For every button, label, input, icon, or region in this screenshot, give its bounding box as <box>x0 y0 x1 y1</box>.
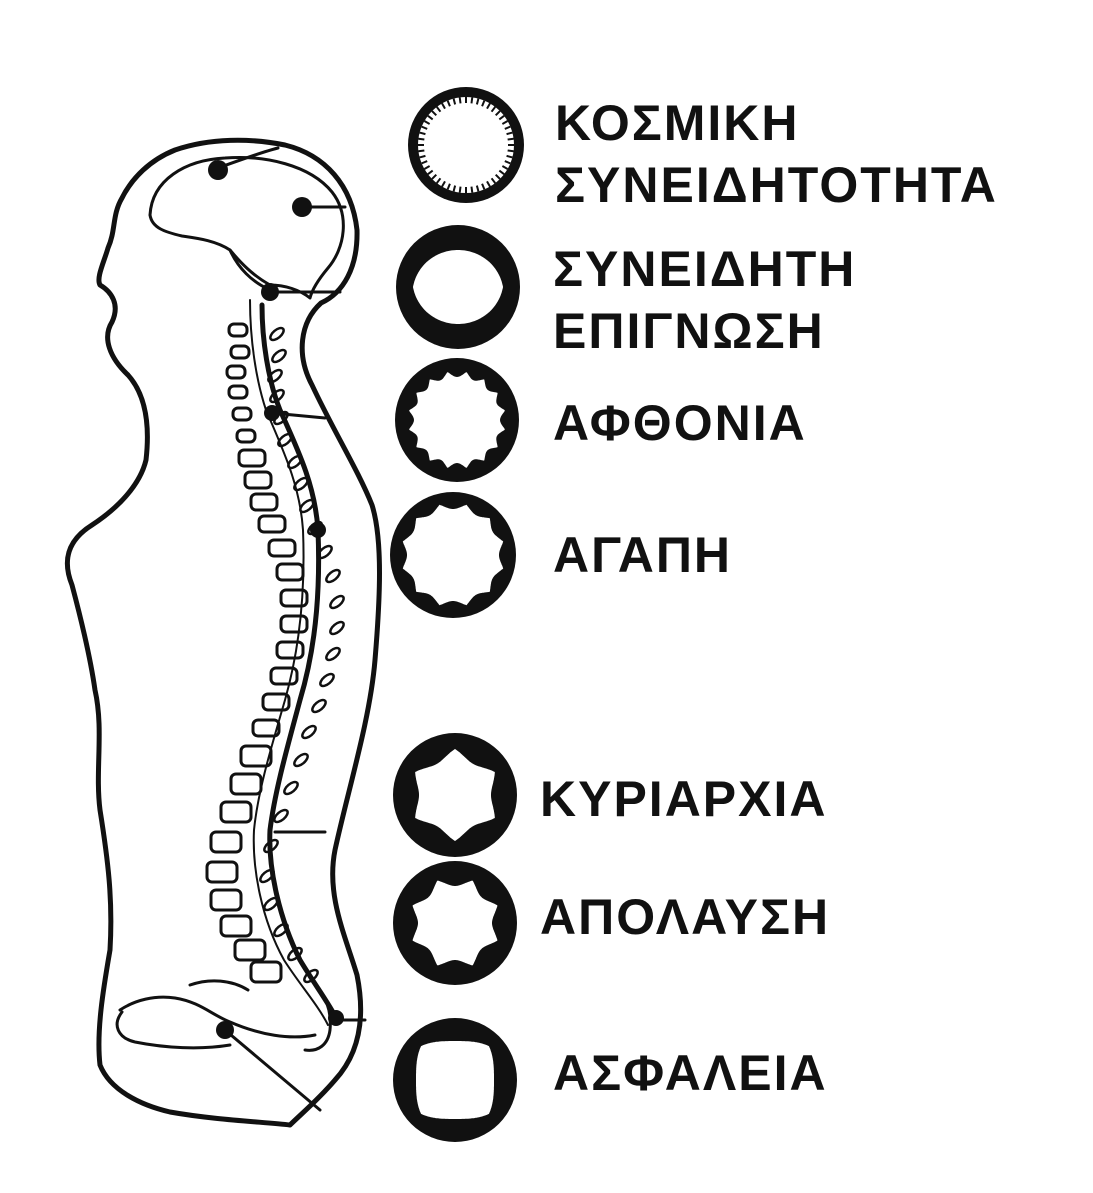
vertebra <box>227 322 249 338</box>
solar-plexus-point <box>310 522 326 538</box>
vertebra <box>229 344 251 360</box>
vertebra-process <box>273 808 289 824</box>
vertebra <box>209 830 243 854</box>
sacral-label: ΑΠΟΛΑΥΣΗ <box>540 886 830 948</box>
vertebra <box>219 800 253 824</box>
sacral-label-text: ΑΠΟΛΑΥΣΗ <box>540 889 831 945</box>
vertebra-process <box>259 868 275 884</box>
vertebra-process <box>287 454 303 470</box>
vertebra <box>243 470 273 490</box>
vertebra-process <box>263 838 279 854</box>
third-eye-label-line2: ΕΠΙΓΝΩΣΗ <box>553 303 825 359</box>
sacrum-outline <box>303 983 332 1052</box>
crown-label-line2: ΣΥΝΕΙΔΗΤΟΤΗΤΑ <box>555 157 998 213</box>
vertebra <box>233 938 267 962</box>
throat-label: ΑΦΘΟΝΙΑ <box>553 392 807 454</box>
crown-label: ΚΟΣΜΙΚΗ ΣΥΝΕΙΔΗΤΟΤΗΤΑ <box>555 92 998 216</box>
pelvis-outline <box>115 979 317 1050</box>
solar-plexus-label-text: ΚΥΡΙΑΡΧΙΑ <box>540 771 828 827</box>
vertebra-process <box>271 348 287 364</box>
vertebra-process <box>293 752 309 768</box>
vertebra <box>261 692 291 712</box>
vertebra <box>251 718 281 738</box>
sacral-point <box>328 1010 344 1026</box>
vertebra <box>229 772 263 796</box>
third-eye-label-line1: ΣΥΝΕΙΔΗΤΗ <box>553 241 857 297</box>
throat-label-text: ΑΦΘΟΝΙΑ <box>553 395 807 451</box>
crown-label-line1: ΚΟΣΜΙΚΗ <box>555 95 800 151</box>
spinal-cord-inner <box>249 299 329 1026</box>
root-point <box>216 1021 234 1039</box>
vertebra <box>219 914 253 938</box>
spinal-cord <box>259 302 339 1021</box>
vertebra-process <box>325 646 341 662</box>
vertebra <box>205 860 239 884</box>
vertebra-process <box>329 620 345 636</box>
vertebra <box>227 384 249 400</box>
third-eye-label: ΣΥΝΕΙΔΗΤΗ ΕΠΙΓΝΩΣΗ <box>553 238 856 362</box>
vertebra <box>269 666 299 686</box>
heart-label: ΑΓΑΠΗ <box>553 524 732 586</box>
vertebra-process <box>299 498 315 514</box>
vertebra-process <box>287 946 303 962</box>
vertebra-process <box>283 780 299 796</box>
vertebra-process <box>325 568 341 584</box>
vertebra <box>209 888 243 912</box>
vertebra <box>257 514 287 534</box>
vertebra-process <box>301 724 317 740</box>
heart-label-text: ΑΓΑΠΗ <box>553 527 733 583</box>
vertebra <box>237 448 267 468</box>
vertebra-process <box>267 368 283 384</box>
vertebrae-group <box>205 322 345 984</box>
vertebra-process <box>303 968 319 984</box>
vertebra-process <box>311 698 327 714</box>
vertebra-process <box>317 544 333 560</box>
vertebra <box>235 428 257 444</box>
solar-plexus-label: ΚΥΡΙΑΡΧΙΑ <box>540 768 828 830</box>
root-label: ΑΣΦΑΛΕΙΑ <box>553 1042 828 1104</box>
vertebra-process <box>269 326 285 342</box>
brain-outline <box>148 156 345 300</box>
third-eye-point <box>292 197 312 217</box>
pelvic-line <box>223 1028 322 1112</box>
vertebra-process <box>293 476 309 492</box>
vertebra-process <box>263 896 279 912</box>
vertebra-process <box>329 594 345 610</box>
vertebra <box>279 588 309 608</box>
vertebra <box>249 492 279 512</box>
vertebra <box>231 406 253 422</box>
vertebra-process <box>277 432 293 448</box>
vertebra <box>267 538 297 558</box>
vertebra <box>279 614 309 634</box>
vertebra <box>239 744 273 768</box>
heart-point <box>264 405 280 421</box>
body-outline <box>64 137 382 1128</box>
root-label-text: ΑΣΦΑΛΕΙΑ <box>553 1045 828 1101</box>
crown-point <box>208 160 228 180</box>
vertebra-process <box>273 922 289 938</box>
vertebra-process <box>319 672 335 688</box>
vertebra <box>275 562 305 582</box>
vertebra <box>275 640 305 660</box>
vertebra-process <box>269 388 285 404</box>
throat-point <box>261 283 279 301</box>
vertebra <box>225 364 247 380</box>
vertebra <box>249 960 283 984</box>
